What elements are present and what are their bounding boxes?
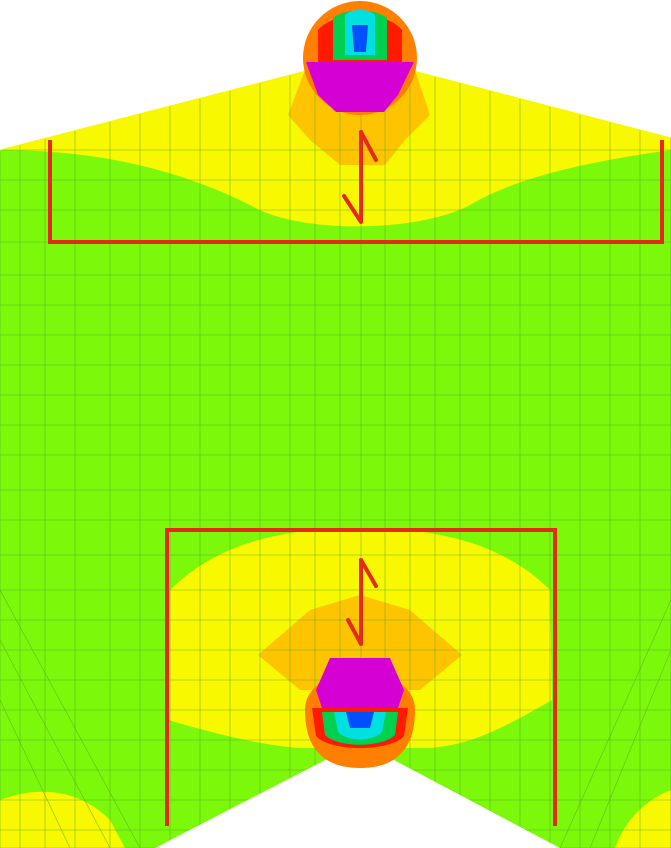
bottom-node-core-blue xyxy=(346,712,374,728)
top-arrow-tick xyxy=(359,130,378,162)
mesh-line-diagonal xyxy=(0,639,111,848)
corner-stress-left xyxy=(0,791,125,848)
top-section-bracket xyxy=(48,140,664,244)
top-zigzag-arrow xyxy=(342,130,363,224)
bottom-zigzag-arrow xyxy=(346,558,363,646)
bottom-arrow-tick xyxy=(359,558,378,588)
mesh-line-diagonal xyxy=(0,699,71,848)
top-node-core-blue xyxy=(352,25,368,52)
bottom-load-node xyxy=(305,658,415,768)
corner-stress-right xyxy=(615,790,671,848)
top-node-core-magenta xyxy=(306,62,414,112)
top-load-node xyxy=(303,1,417,115)
mesh-line-diagonal xyxy=(559,599,671,848)
bottom-section-bracket xyxy=(165,528,557,826)
mesh-line-diagonal xyxy=(0,589,141,848)
mesh-line-diagonal xyxy=(589,649,671,848)
bottom-node-core-magenta xyxy=(316,658,404,708)
